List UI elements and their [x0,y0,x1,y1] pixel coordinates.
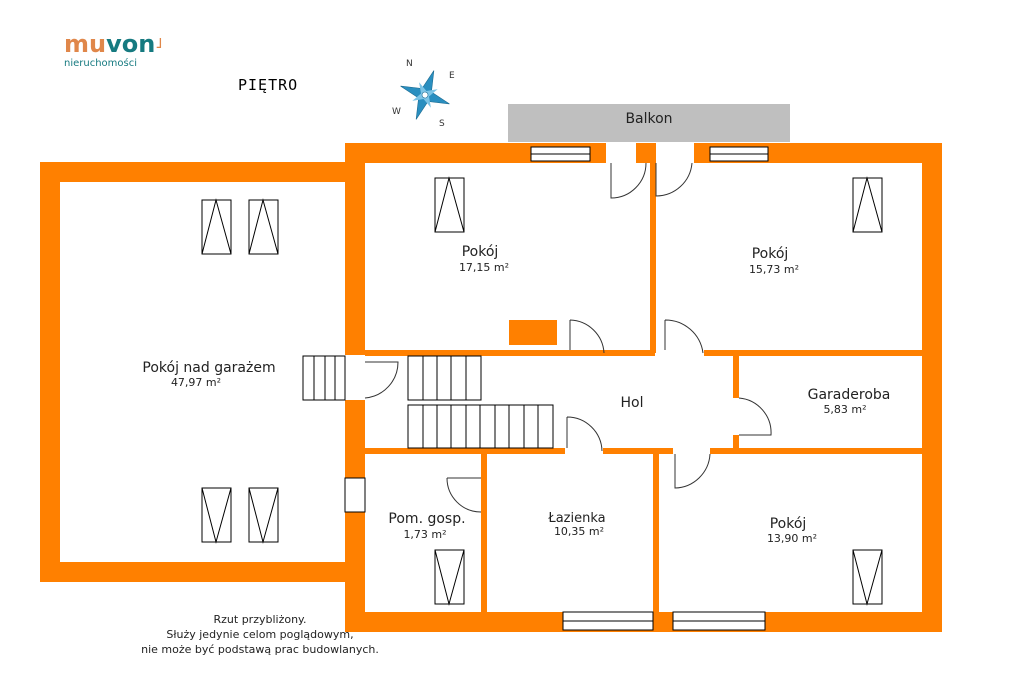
room-name: Pokój nad garażem [142,360,275,376]
compass-e: E [449,71,455,81]
room-hol: Hol [621,395,644,411]
room-pom-gosp: Pom. gosp. 1,73 m² [388,511,465,541]
logo-text-mu: mu [64,30,107,58]
room-name: Łazienka [547,511,605,526]
room-name: Pokój [462,244,499,260]
logo-tagline: nieruchomości [64,58,138,69]
room-lazienka: Łazienka 10,35 m² [547,511,605,538]
stairs [302,355,554,449]
room-garage-top: Pokój nad garażem 47,97 m² [142,360,275,389]
room-area: 13,90 m² [767,532,817,545]
roof-windows [201,176,883,606]
room-name: Hol [621,395,644,411]
room-area: 15,73 m² [749,263,799,276]
window [344,477,366,513]
compass-rose-icon [400,70,450,120]
room-pokoj-2: Pokój 15,73 m² [749,246,799,276]
doors [364,162,772,513]
room-pokoj-1: Pokój 17,15 m² [459,244,509,274]
room-name: Garaderoba [808,387,891,403]
room-area: 1,73 m² [403,528,446,541]
compass-w: W [392,107,401,117]
room-name: Pokój [770,516,807,532]
logo-text-von: von [106,30,156,58]
room-area: 10,35 m² [554,525,604,538]
muvon-logo: muvon˩ nieruchomości [64,30,163,69]
disclaimer-note: Rzut przybliżony. Służy jedynie celom po… [60,612,460,657]
note-line: Rzut przybliżony. [213,613,307,626]
note-line: Służy jedynie celom poglądowym, [166,628,354,641]
room-name: Pom. gosp. [388,511,465,527]
room-name: Pokój [752,246,789,262]
floor-title: PIĘTRO [238,76,299,94]
room-pokoj-3: Pokój 13,90 m² [767,516,817,545]
room-area: 17,15 m² [459,261,509,274]
room-area: 5,83 m² [823,403,866,416]
compass-n: N [406,59,413,69]
room-garderoba: Garaderoba 5,83 m² [808,387,891,416]
note-line: nie może być podstawą prac budowlanych. [141,643,379,656]
balcony-label: Balkon [625,111,672,127]
balcony [508,104,790,142]
room-area: 47,97 m² [171,376,221,389]
compass-s: S [439,119,445,129]
